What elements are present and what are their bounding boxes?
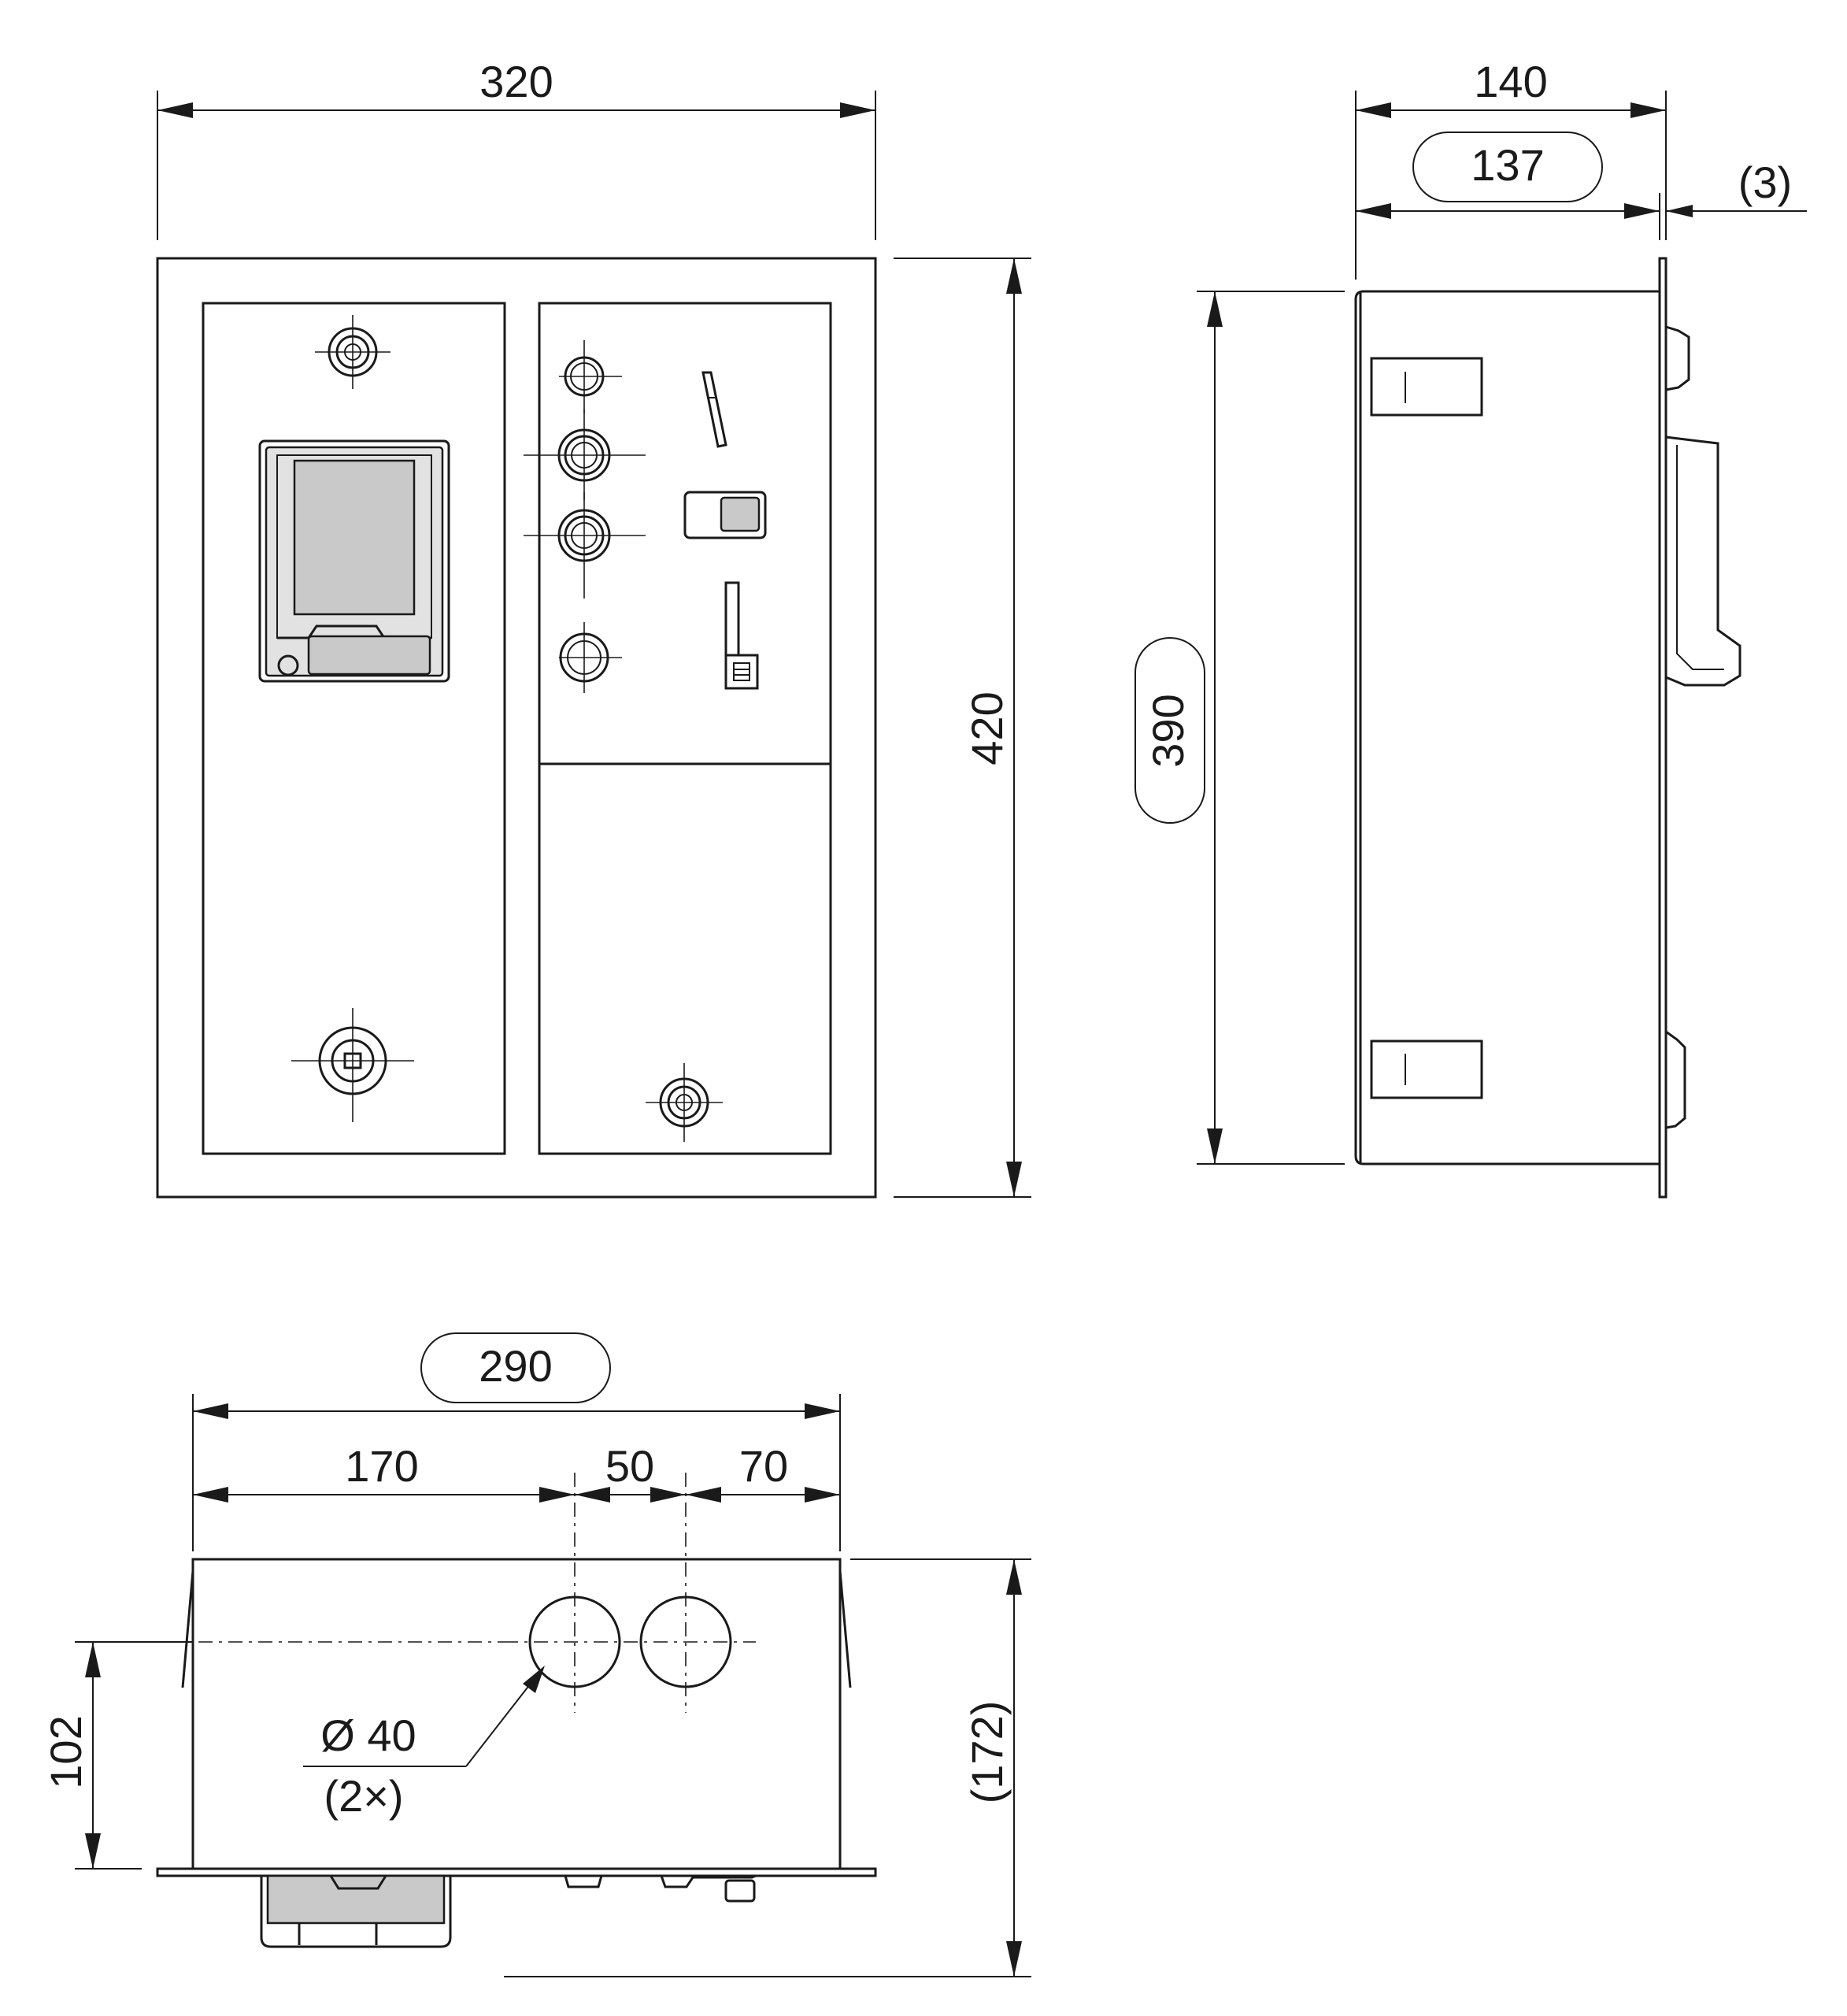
lever-icon	[701, 371, 727, 448]
screw-icon	[315, 315, 390, 389]
dim-label-hole-offset: 170	[345, 1441, 418, 1491]
dim-label-hole-edge: 70	[739, 1441, 788, 1491]
dim-label-front-width: 320	[479, 57, 553, 106]
dimension-side-height	[1134, 291, 1345, 1165]
lower-right-panel	[538, 762, 832, 1155]
left-panel	[202, 302, 506, 1155]
dim-label-total-depth: (172)	[962, 1701, 1012, 1804]
key-switch-icon	[291, 1008, 414, 1122]
dimension-hole-positions	[193, 1487, 840, 1503]
push-button-1-icon	[559, 340, 622, 413]
dimension-side-depth-inner	[1356, 132, 1660, 240]
leader-hole-diameter	[303, 1666, 545, 1767]
rocker-switch-icon	[683, 491, 767, 539]
side-view: 140 137 (3) 390	[1134, 57, 1807, 1199]
dim-label-hole-spacing: 50	[605, 1441, 654, 1491]
dim-label-top-width: 290	[479, 1341, 552, 1391]
hole-1-icon	[79, 1473, 756, 1713]
dim-label-hole-height: 102	[41, 1715, 91, 1788]
top-view: Ø 40 (2×) 290 170 50 70	[41, 1332, 1031, 1977]
card-reader-module	[258, 439, 450, 683]
dimension-side-flange	[1666, 205, 1807, 217]
dimension-total-depth	[504, 1558, 1031, 1977]
dimension-side-depth	[1355, 91, 1667, 280]
dim-label-hole-diameter: Ø 40	[320, 1710, 416, 1760]
dim-label-side-depth: 140	[1474, 57, 1547, 106]
hole-2-icon	[639, 1473, 732, 1713]
screw-icon	[646, 1063, 723, 1142]
dim-label-side-depth-inner: 137	[1471, 140, 1544, 190]
front-view: 320 420	[156, 57, 1031, 1199]
dimension-front-height	[894, 258, 1031, 1198]
dim-label-hole-count: (2×)	[324, 1771, 403, 1821]
dimension-front-width	[157, 91, 876, 240]
push-button-2-icon	[524, 410, 646, 500]
dimension-top-width	[192, 1332, 841, 1551]
dimension-hole-height	[75, 1641, 193, 1870]
slider-switch-icon	[724, 581, 759, 690]
push-button-3-icon	[524, 492, 646, 598]
push-button-4-icon	[559, 622, 622, 693]
dim-label-side-flange: (3)	[1738, 158, 1792, 207]
connector-icon	[260, 1874, 452, 1948]
dim-label-side-height: 390	[1143, 694, 1193, 767]
front-frame	[156, 257, 877, 1199]
dim-label-front-height: 420	[962, 691, 1012, 765]
